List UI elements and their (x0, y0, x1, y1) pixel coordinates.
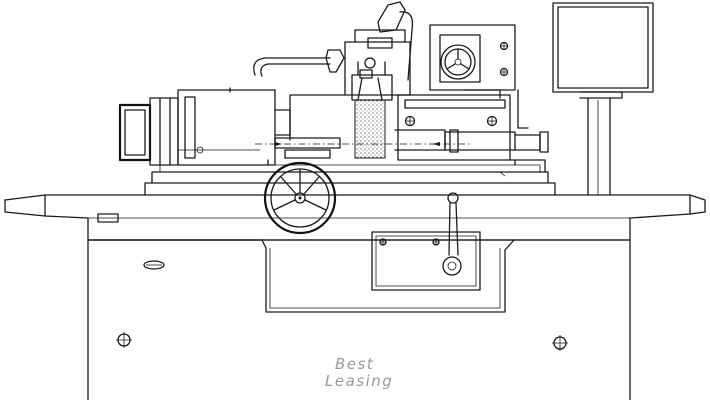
wheel-dresser (253, 1, 414, 159)
headstock (397, 24, 549, 173)
control-panel (371, 192, 481, 291)
base-details (97, 171, 568, 351)
wheelhead-motor (118, 87, 291, 166)
machine-table-top (4, 194, 706, 241)
watermark-line-1: Best (335, 355, 375, 373)
workpiece-spindle (255, 129, 470, 159)
headstock-handwheel-icon (440, 44, 476, 80)
display-cabinet (552, 2, 654, 196)
table-handwheel-icon (263, 161, 337, 235)
sliding-table (144, 159, 556, 196)
watermark-line-2: Leasing (325, 372, 394, 390)
machine-base (87, 239, 631, 400)
